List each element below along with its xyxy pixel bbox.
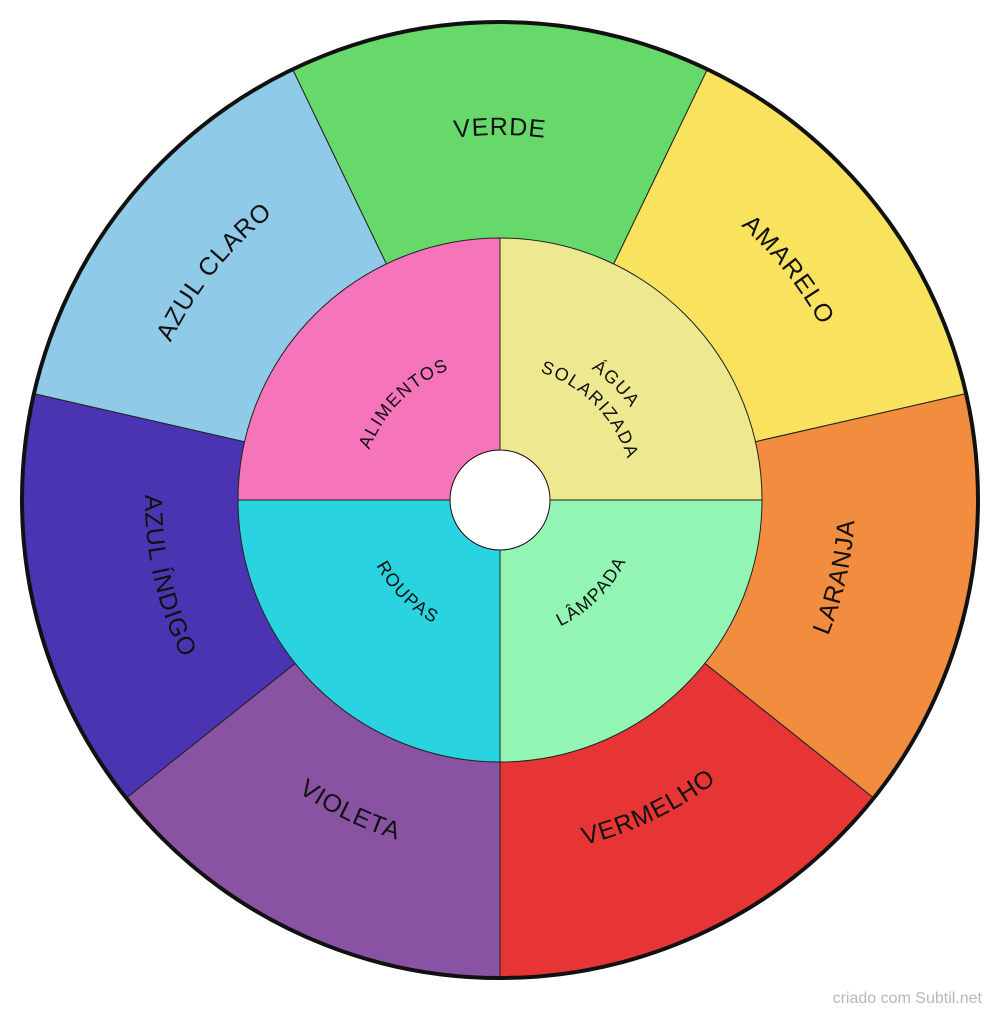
outer-label-1: VERDE — [452, 113, 547, 144]
inner-slice-4 — [237, 237, 501, 501]
wheel-border — [20, 20, 980, 980]
inner-slice-1 — [499, 237, 763, 501]
inner-slice-3 — [237, 499, 501, 763]
center-hole — [449, 449, 551, 551]
credit-text: criado com Subtil.net — [832, 990, 982, 1007]
inner-slice-2 — [499, 499, 763, 763]
